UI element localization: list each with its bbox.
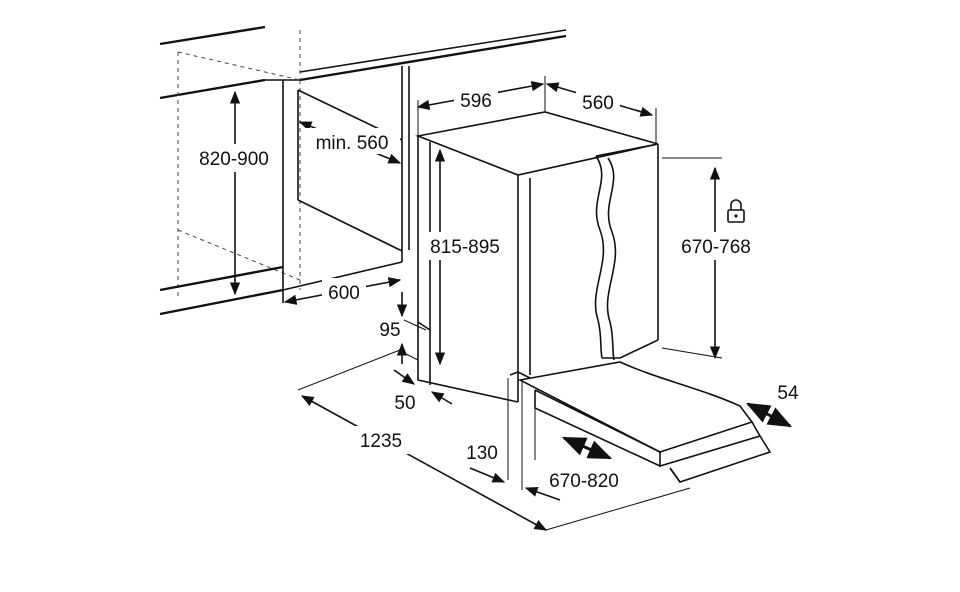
dim-670-820: 670-820: [534, 408, 619, 492]
label-niche-width: 600: [328, 283, 360, 304]
label-toe-kick-130: 130: [466, 443, 498, 464]
dim-670-768: 670-768: [661, 157, 762, 360]
label-niche-depth: min. 560: [316, 133, 389, 154]
dim-54: 54: [745, 383, 799, 428]
dim-1235: 1235: [297, 349, 691, 531]
label-niche-height: 820-900: [199, 149, 269, 170]
dim-560: 560: [545, 82, 657, 144]
dim-95: 95: [379, 292, 427, 364]
label-plinth-50: 50: [394, 393, 415, 414]
label-appliance-depth: 560: [582, 93, 614, 114]
label-plinth-95: 95: [379, 320, 400, 341]
dim-130: 130: [466, 378, 561, 501]
dim-596: 596: [416, 76, 546, 136]
label-door-open-total: 1235: [360, 431, 402, 452]
dim-min-560: min. 560: [298, 121, 402, 164]
dishwasher-body: [415, 111, 659, 403]
label-door-panel-height: 670-768: [681, 237, 751, 258]
label-appliance-height: 815-895: [430, 237, 500, 258]
label-door-gap: 54: [777, 383, 799, 404]
niche-outline: [159, 25, 567, 316]
lock-icon: [727, 199, 745, 223]
dim-815-895: 815-895: [420, 148, 510, 366]
label-door-panel-adjust: 670-820: [549, 471, 619, 492]
dim-820-900: 820-900: [188, 90, 282, 296]
label-appliance-width: 596: [460, 91, 492, 112]
open-door: [517, 361, 772, 483]
dim-600: 600: [283, 277, 402, 305]
